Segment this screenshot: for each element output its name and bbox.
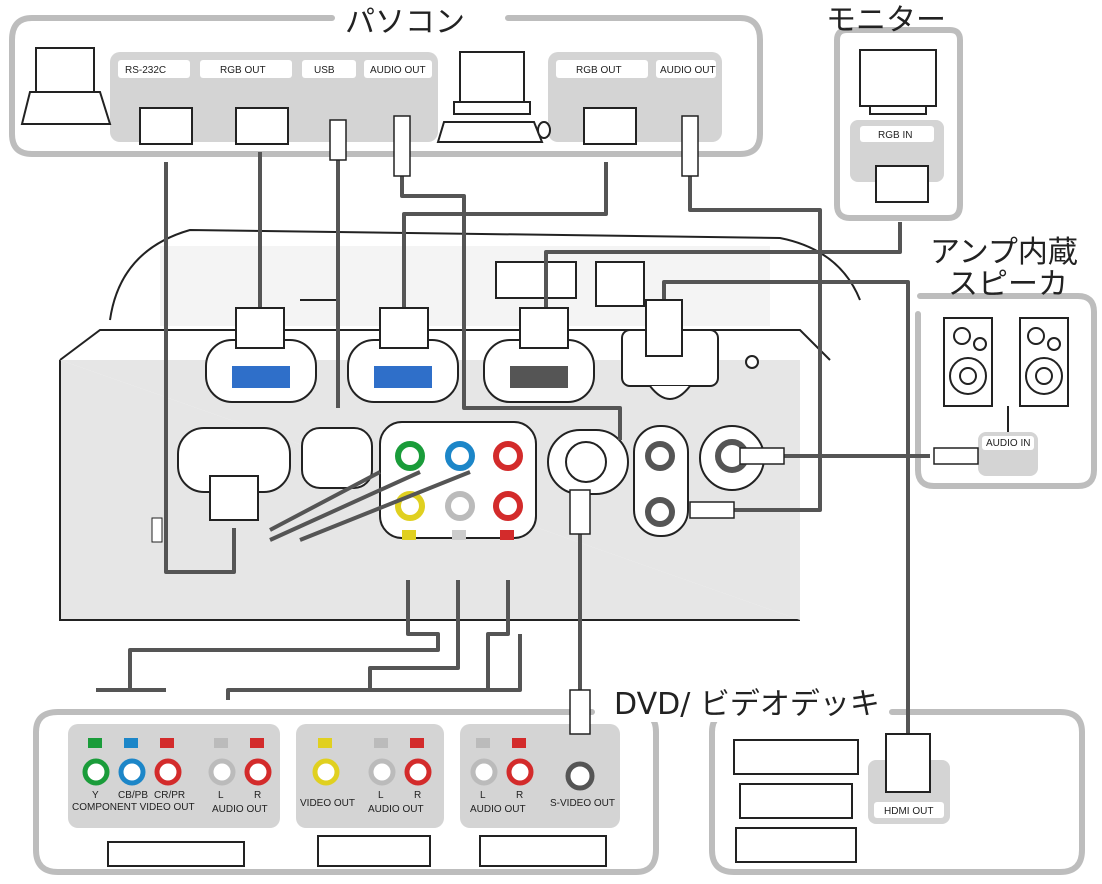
pc-group-label: パソコン	[345, 5, 465, 40]
y-label: Y	[92, 790, 99, 801]
audio-cable-2	[688, 154, 822, 512]
usb-label: USB	[314, 65, 335, 76]
audio-out-label-3: AUDIO OUT	[212, 804, 268, 815]
component-lead-cable	[96, 580, 440, 692]
speaker-group-label-1: アンプ内蔵	[930, 235, 1078, 270]
audio-cable-1	[400, 148, 622, 440]
l-label-1: L	[218, 790, 224, 801]
l-label-2: L	[378, 790, 384, 801]
rgb-out-label-2: RGB OUT	[576, 65, 622, 76]
vcr-stack-icon	[733, 739, 859, 863]
rs232c-label: RS-232C	[125, 65, 166, 76]
video-out-label: VIDEO OUT	[300, 798, 355, 809]
rgb-in-label: RGB IN	[878, 130, 912, 141]
rgb-out-label-1: RGB OUT	[220, 65, 266, 76]
component-video-out-label: COMPONENT VIDEO OUT	[72, 802, 195, 813]
dvd3-port-panel	[460, 724, 620, 828]
r-label-2: R	[414, 790, 421, 801]
r-label-1: R	[254, 790, 261, 801]
s-video-out-label: S-VIDEO OUT	[550, 798, 615, 809]
audio-in-label: AUDIO IN	[986, 438, 1030, 449]
l-label-3: L	[480, 790, 486, 801]
component-cable	[269, 470, 471, 542]
hdmi-cable	[662, 280, 910, 734]
monitor-group-frame	[834, 27, 963, 221]
rs232c-cable	[164, 162, 236, 574]
audio-out-label-2: AUDIO OUT	[660, 65, 716, 76]
laptop-icon	[20, 47, 112, 125]
monitor-group-label: モニター	[826, 3, 946, 38]
projector	[59, 228, 861, 621]
speaker-icon	[943, 317, 1069, 432]
dvd-player-icon	[107, 835, 607, 867]
r-label-3: R	[516, 790, 523, 801]
speaker-group-label-2: スピーカ	[948, 267, 1068, 302]
dvd-group-label: DVD/ ビデオデッキ	[614, 687, 880, 722]
audio-out-label-4: AUDIO OUT	[368, 804, 424, 815]
audio-out-label-5: AUDIO OUT	[470, 804, 526, 815]
speaker-group-frame	[915, 293, 1097, 489]
audio-rca-cable	[226, 580, 510, 700]
hdmi-out-label: HDMI OUT	[884, 806, 933, 817]
monitor-icon	[859, 49, 937, 115]
pc-group-frame	[9, 15, 763, 157]
rgb-cable-2	[402, 162, 608, 308]
audio-out-label-1: AUDIO OUT	[370, 65, 426, 76]
audio-rca-cable-2	[486, 634, 522, 692]
monitor-rgb-cable	[544, 222, 902, 308]
desktop-pc-icon	[436, 51, 551, 143]
cr-pr-label: CR/PR	[154, 790, 185, 801]
cb-pb-label: CB/PB	[118, 790, 148, 801]
